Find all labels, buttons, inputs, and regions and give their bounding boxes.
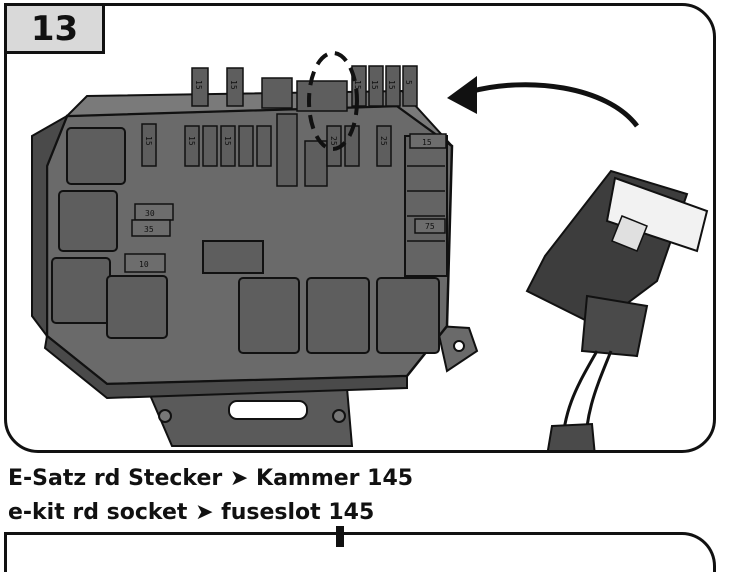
fuse-label: 25 [329, 136, 338, 146]
fuse-label: 25 [379, 136, 388, 146]
fuse-label: 15 [194, 80, 203, 90]
fuse-label: 15 [144, 136, 153, 146]
next-step-panel [4, 532, 716, 572]
step-panel: 13 15 15 15 15 [4, 3, 716, 453]
fuse-label: 15 [353, 80, 362, 90]
arrow-icon: ➤ [195, 500, 214, 525]
arrow-icon: ➤ [229, 466, 249, 491]
next-step-tab [336, 526, 344, 547]
fuse-label: 15 [387, 80, 396, 90]
fuse-label: 75 [425, 222, 435, 231]
caption-english: e-kit rd socket ➤ fuseslot 145 [8, 500, 374, 525]
fuse-label: 30 [145, 209, 155, 218]
caption-de-from: E-Satz rd Stecker [8, 466, 223, 491]
fuse-label: 35 [144, 225, 154, 234]
fuse-label: 5 [404, 80, 413, 85]
fuse-box-illustration: 15 15 15 15 15 5 15 15 15 25 25 [31, 51, 709, 450]
fuse-label: 10 [139, 260, 149, 269]
step-number: 13 [7, 6, 105, 54]
fuse-label: 15 [187, 136, 196, 146]
fuse-label: 15 [229, 80, 238, 90]
caption-en-from: e-kit rd socket [8, 500, 188, 525]
fuse-label: 15 [422, 138, 432, 147]
fuse-label: 15 [370, 80, 379, 90]
caption-german: E-Satz rd Stecker ➤ Kammer 145 [8, 466, 413, 491]
caption-de-to: Kammer 145 [256, 466, 414, 491]
caption-en-to: fuseslot 145 [221, 500, 375, 525]
fuse-label: 15 [223, 136, 232, 146]
